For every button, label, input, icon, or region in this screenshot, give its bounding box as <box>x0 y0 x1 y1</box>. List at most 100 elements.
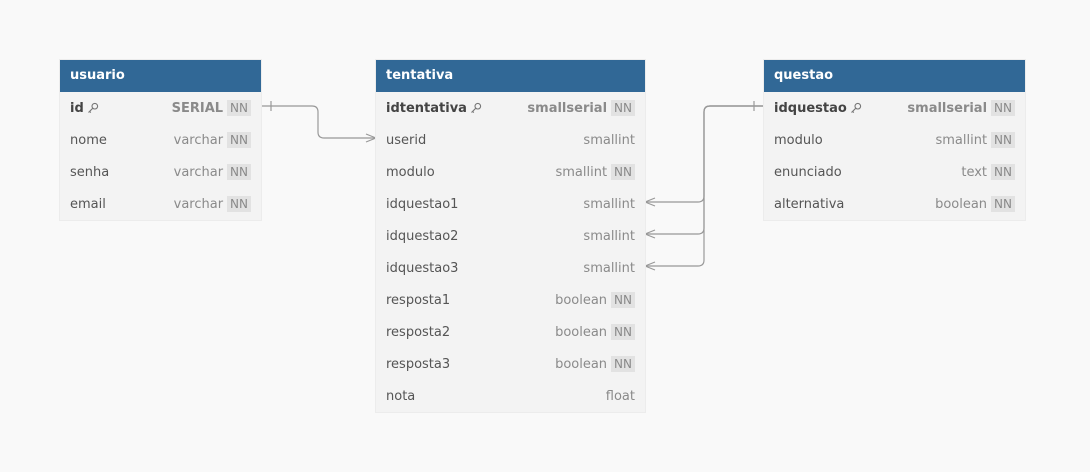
column-name-cell: idquestao1 <box>386 197 583 212</box>
column-name-cell: nota <box>386 389 606 404</box>
not-null-badge: NN <box>227 100 251 116</box>
column-name-cell: idquestao3 <box>386 261 583 276</box>
column-name: nome <box>70 132 107 148</box>
not-null-badge: NN <box>991 196 1015 212</box>
column-name: senha <box>70 164 110 180</box>
column-name-cell: nome <box>70 133 174 148</box>
column-name-cell: id <box>70 101 172 116</box>
column-name-cell: idquestao <box>774 101 907 116</box>
not-null-badge: NN <box>227 164 251 180</box>
not-null-badge: NN <box>227 196 251 212</box>
table-header[interactable]: questao <box>764 60 1025 92</box>
crows-foot-marker <box>365 133 377 143</box>
not-null-badge: NN <box>611 100 635 116</box>
column-type: smallserial <box>527 100 608 116</box>
column-name-cell: email <box>70 197 174 212</box>
column-row[interactable]: idquestao2 smallint <box>376 220 645 252</box>
primary-key-icon <box>850 102 862 114</box>
column-name: idquestao2 <box>386 228 459 244</box>
not-null-badge: NN <box>611 164 635 180</box>
not-null-badge: NN <box>991 100 1015 116</box>
crows-foot-marker <box>644 261 656 271</box>
table-header[interactable]: usuario <box>60 60 261 92</box>
column-name-cell: enunciado <box>774 165 961 180</box>
column-type: SERIAL <box>171 100 224 116</box>
column-name-cell: modulo <box>386 165 555 180</box>
column-type: varchar <box>173 196 224 212</box>
column-type: smallserial <box>907 100 988 116</box>
column-name: id <box>70 100 84 116</box>
column-type: boolean <box>555 324 608 340</box>
column-name: idquestao <box>774 100 847 116</box>
column-name: email <box>70 196 106 212</box>
column-name: idtentativa <box>386 100 467 116</box>
column-name-cell: modulo <box>774 133 935 148</box>
primary-key-icon <box>470 102 482 114</box>
not-null-badge: NN <box>611 356 635 372</box>
column-type: boolean <box>935 196 988 212</box>
column-type: smallint <box>555 164 608 180</box>
column-name: alternativa <box>774 196 845 212</box>
column-name: enunciado <box>774 164 842 180</box>
column-row[interactable]: idquestao1 smallint <box>376 188 645 220</box>
column-name-cell: senha <box>70 165 174 180</box>
not-null-badge: NN <box>611 324 635 340</box>
column-type: smallint <box>583 196 635 212</box>
column-name-cell: resposta1 <box>386 293 555 308</box>
column-type: smallint <box>935 132 988 148</box>
crows-foot-marker <box>644 197 656 207</box>
column-row[interactable]: nota float <box>376 380 645 412</box>
column-name: userid <box>386 132 427 148</box>
column-row[interactable]: idquestao3 smallint <box>376 252 645 284</box>
column-type: smallint <box>583 260 635 276</box>
relationship-questao-tentativa-3 <box>645 105 764 267</box>
column-name: modulo <box>386 164 435 180</box>
column-type: smallint <box>583 132 635 148</box>
column-type: varchar <box>173 132 224 148</box>
column-type: varchar <box>173 164 224 180</box>
column-name: idquestao3 <box>386 260 459 276</box>
column-row[interactable]: userid smallint <box>376 124 645 156</box>
column-type: float <box>605 388 635 404</box>
column-type: boolean <box>555 292 608 308</box>
column-name: resposta1 <box>386 292 451 308</box>
column-type: smallint <box>583 228 635 244</box>
primary-key-icon <box>87 102 99 114</box>
column-type: text <box>961 164 988 180</box>
not-null-badge: NN <box>227 132 251 148</box>
column-name-cell: idquestao2 <box>386 229 583 244</box>
column-name: resposta2 <box>386 324 451 340</box>
crows-foot-marker <box>644 229 656 239</box>
not-null-badge: NN <box>991 132 1015 148</box>
column-name-cell: userid <box>386 133 583 148</box>
column-type: boolean <box>555 356 608 372</box>
column-name: idquestao1 <box>386 196 459 212</box>
column-name: nota <box>386 388 416 404</box>
column-name-cell: alternativa <box>774 197 935 212</box>
not-null-badge: NN <box>611 292 635 308</box>
column-name-cell: idtentativa <box>386 101 527 116</box>
column-name-cell: resposta3 <box>386 357 555 372</box>
table-header[interactable]: tentativa <box>376 60 645 92</box>
relationship-usuario-tentativa <box>261 105 376 139</box>
not-null-badge: NN <box>991 164 1015 180</box>
column-name: resposta3 <box>386 356 451 372</box>
